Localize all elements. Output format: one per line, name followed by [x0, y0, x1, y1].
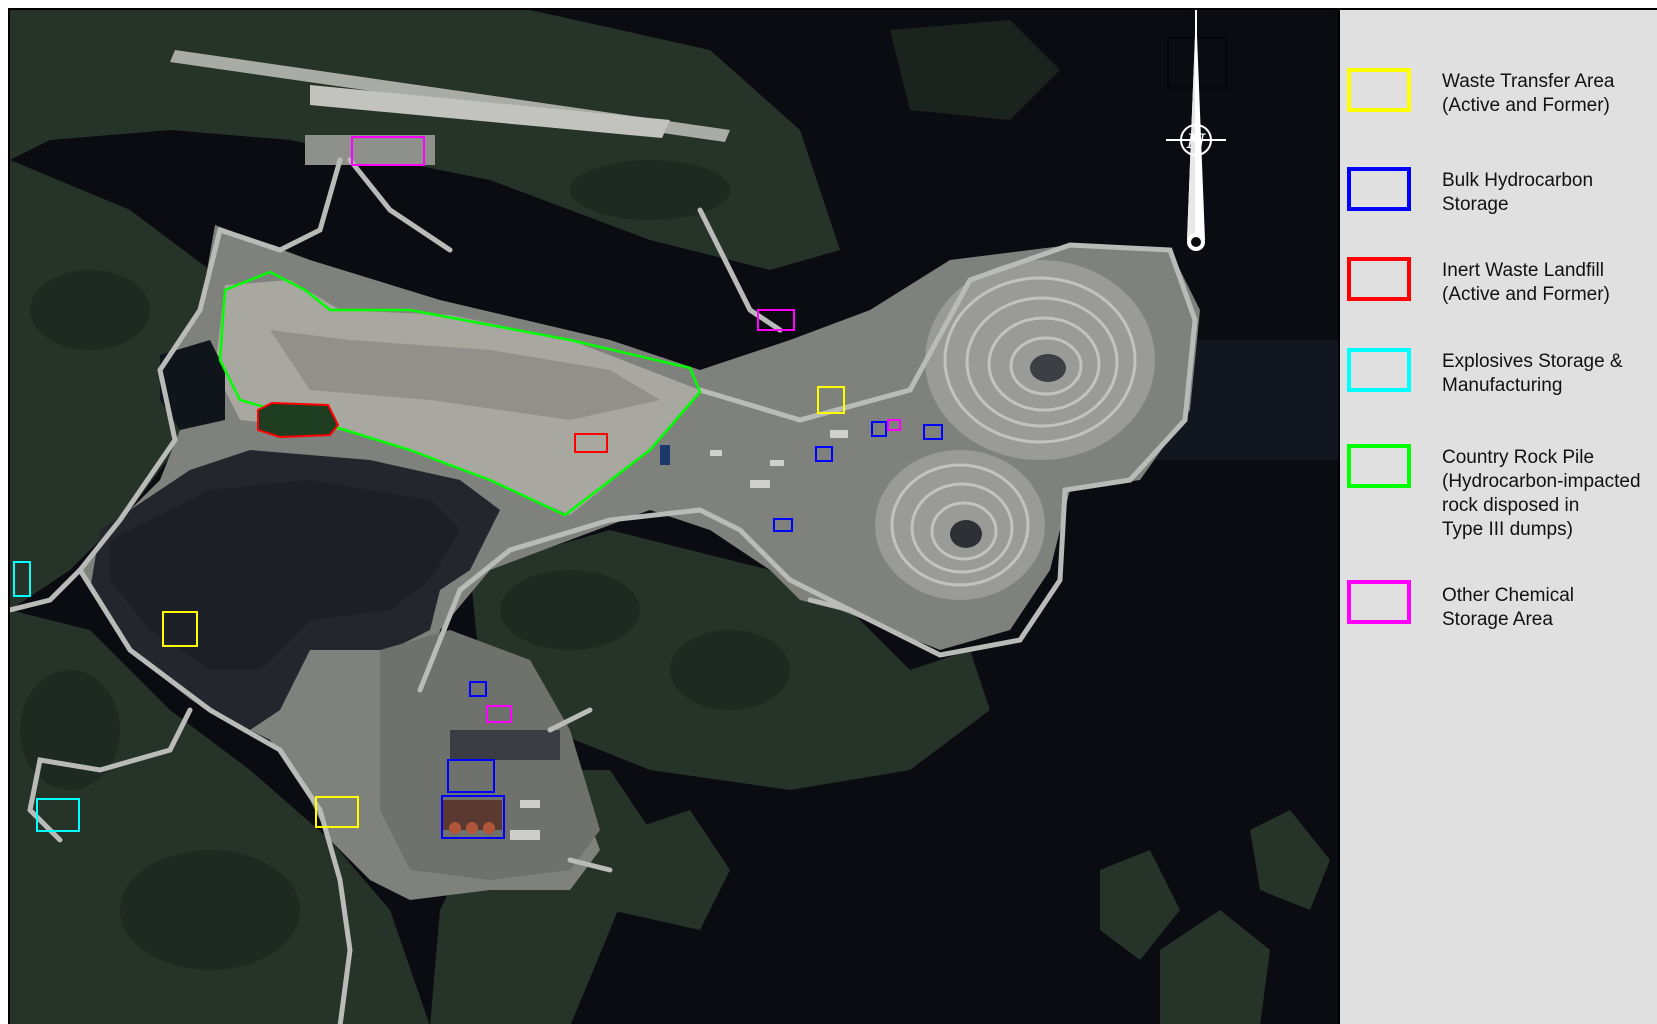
explosives-storage-marker: [13, 561, 31, 597]
mine-site-footprint: [80, 225, 1200, 900]
land-texture: [20, 160, 790, 970]
aerial-map[interactable]: N: [8, 8, 1338, 1024]
hydrocarbon-storage-marker: [871, 421, 887, 437]
panel-divider: [1338, 8, 1340, 1024]
hydrocarbon-storage-marker: [447, 759, 495, 793]
north-arrow-icon: N: [1166, 10, 1227, 251]
chemical-storage-marker: [351, 136, 425, 166]
legend-label: Explosives Storage & Manufacturing: [1442, 351, 1623, 396]
svg-text:N: N: [1186, 129, 1206, 153]
legend-swatch: [1347, 444, 1411, 488]
legend-label: Bulk Hydrocarbon Storage: [1442, 170, 1594, 215]
waste-transfer-marker: [162, 611, 198, 647]
inert-waste-landfill-area: [257, 401, 340, 439]
inert-waste-landfill-marker: [574, 433, 608, 453]
legend-swatch: [1347, 348, 1411, 392]
waste-transfer-marker: [817, 386, 845, 414]
chemical-storage-marker: [757, 309, 795, 331]
legend-label: Other Chemical Storage Area: [1442, 585, 1574, 630]
map-legend: Waste Transfer Area (Active and Former) …: [1340, 8, 1657, 1024]
chemical-storage-marker: [486, 705, 512, 723]
legend-swatch: [1347, 68, 1411, 112]
waste-transfer-marker: [315, 796, 359, 828]
hydrocarbon-storage-marker: [441, 795, 505, 839]
hydrocarbon-storage-marker: [773, 518, 793, 532]
road-network: [10, 157, 1198, 1024]
open-pit-north: [925, 260, 1155, 460]
chemical-storage-marker: [887, 419, 901, 431]
legend-label: Inert Waste Landfill (Active and Former): [1442, 260, 1610, 305]
legend-swatch: [1347, 167, 1411, 211]
legend-label: Country Rock Pile (Hydrocarbon-impacted …: [1442, 447, 1641, 540]
hydrocarbon-storage-marker: [815, 446, 833, 462]
legend-swatch: [1347, 257, 1411, 301]
airstrip: [170, 50, 730, 165]
legend-label: Waste Transfer Area (Active and Former): [1442, 71, 1615, 116]
hydrocarbon-storage-marker: [923, 424, 943, 440]
explosives-storage-marker: [36, 798, 80, 832]
open-pit-south: [875, 450, 1045, 600]
legend-swatch: [1347, 580, 1411, 624]
hydrocarbon-storage-marker: [469, 681, 487, 697]
